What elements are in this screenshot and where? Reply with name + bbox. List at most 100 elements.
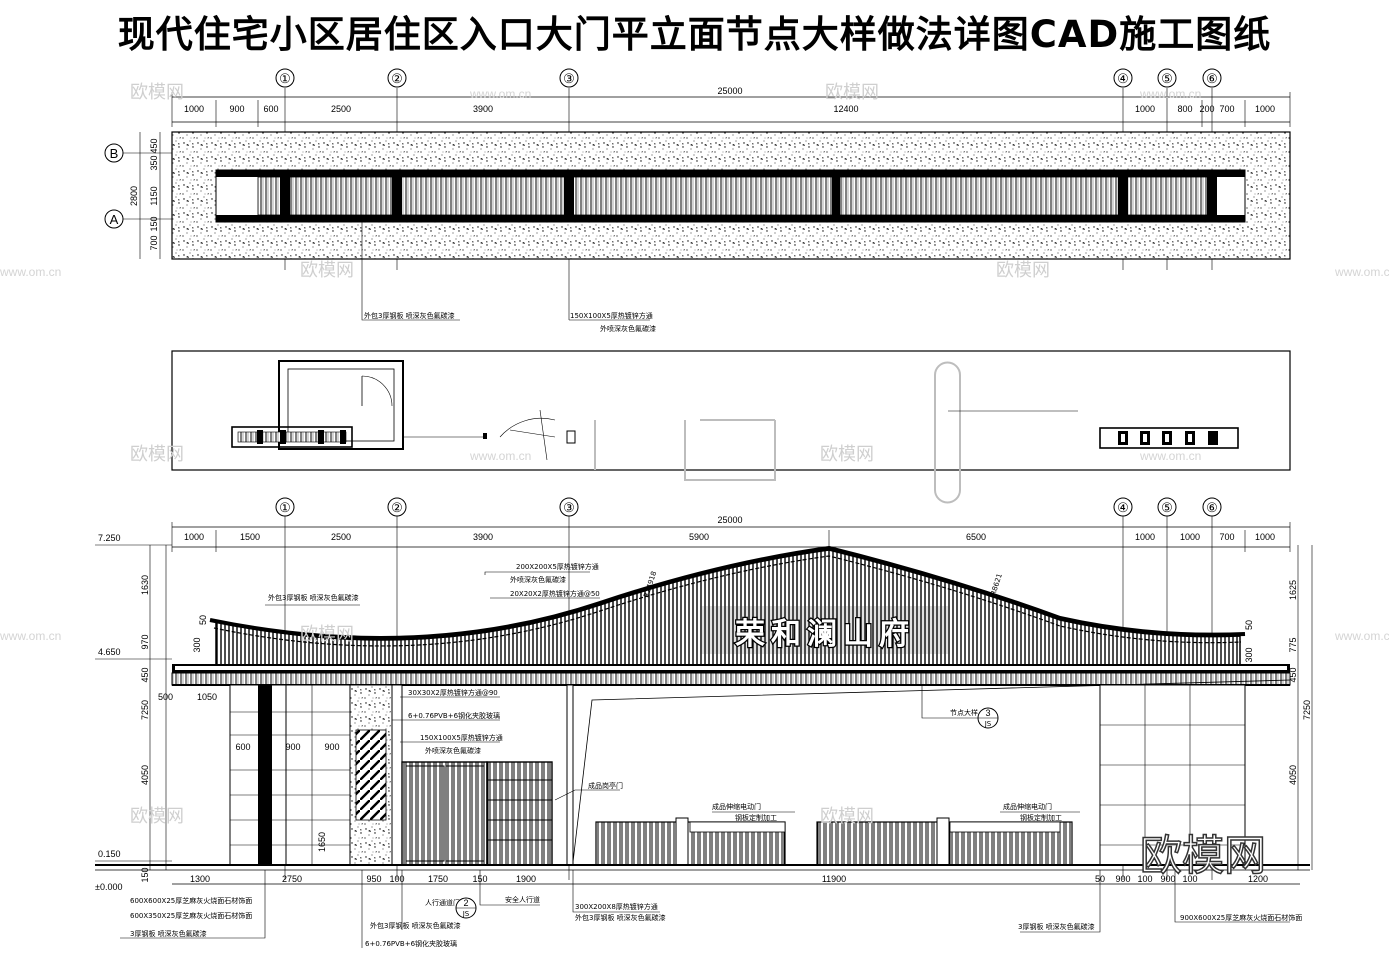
level-0150: 0.150 [98, 849, 121, 859]
plan-note-3: 外喷深灰色氟碳漆 [600, 324, 656, 333]
svg-text:钢板定制加工: 钢板定制加工 [735, 813, 777, 822]
svg-text:www.om.cn: www.om.cn [469, 87, 531, 101]
svg-text:www.om.cn: www.om.cn [1139, 87, 1201, 101]
svg-text:www.om.cn: www.om.cn [1334, 629, 1389, 643]
svg-text:2500: 2500 [331, 532, 351, 542]
svg-text:欧模网: 欧模网 [300, 624, 354, 645]
svg-text:2800: 2800 [129, 186, 139, 206]
plan-axis-5: ⑤ [1161, 71, 1173, 86]
gate-sign-text: 荣和澜山府 [735, 617, 915, 652]
svg-text:1000: 1000 [1135, 532, 1155, 542]
svg-text:300: 300 [1244, 647, 1254, 662]
svg-text:3厚钢板 喷深灰色氟碳漆: 3厚钢板 喷深灰色氟碳漆 [130, 929, 207, 938]
elevation-note-texts: 外包3厚钢板 喷深灰色氟碳漆 200X200X5厚热镀锌方通 外喷深灰色氟碳漆 … [130, 562, 1302, 948]
svg-text:150: 150 [140, 867, 150, 882]
svg-text:300: 300 [192, 637, 202, 652]
plan-side-dims: 450 350 2800 1150 150 700 B A [104, 132, 172, 259]
svg-text:www.om.cn: www.om.cn [469, 449, 531, 463]
front-elevation: ① ② ③ ④ ⑤ ⑥ 25000 1000 1500 2500 3900 59… [95, 497, 1313, 948]
svg-text:775: 775 [1288, 637, 1298, 652]
svg-text:350: 350 [149, 155, 159, 170]
level-7250: 7.250 [98, 533, 121, 543]
svg-text:600X600X25厚芝麻灰火烧面石材饰面: 600X600X25厚芝麻灰火烧面石材饰面 [130, 896, 252, 905]
svg-text:450: 450 [140, 667, 150, 682]
svg-text:800: 800 [1177, 104, 1192, 114]
svg-text:6+0.76PVB+6钢化夹胶玻璃: 6+0.76PVB+6钢化夹胶玻璃 [408, 711, 500, 720]
plan-axis-1: ① [279, 71, 291, 86]
svg-text:50: 50 [198, 615, 208, 625]
svg-text:900: 900 [285, 742, 300, 752]
svg-text:5900: 5900 [689, 532, 709, 542]
plan-total-dim: 25000 [717, 86, 742, 96]
svg-text:1630: 1630 [140, 575, 150, 595]
plan-note-2: 150X100X5厚热镀锌方通 [570, 311, 653, 320]
svg-text:1900: 1900 [516, 874, 536, 884]
svg-text:900: 900 [324, 742, 339, 752]
svg-text:100: 100 [389, 874, 404, 884]
svg-text:1650: 1650 [317, 832, 327, 852]
svg-text:安全人行道: 安全人行道 [505, 895, 540, 904]
svg-text:成品伸缩电动门: 成品伸缩电动门 [1003, 802, 1052, 811]
svg-text:1000: 1000 [184, 532, 204, 542]
svg-text:成品伸缩电动门: 成品伸缩电动门 [712, 802, 761, 811]
svg-text:1050: 1050 [197, 692, 217, 702]
svg-text:欧模网: 欧模网 [300, 260, 354, 281]
svg-text:150: 150 [149, 216, 159, 231]
svg-text:1150: 1150 [149, 186, 159, 205]
svg-text:50: 50 [1244, 620, 1254, 630]
svg-text:900: 900 [229, 104, 244, 114]
svg-text:欧模网: 欧模网 [130, 82, 184, 103]
svg-text:钢板定制加工: 钢板定制加工 [1020, 813, 1062, 822]
svg-text:12400: 12400 [833, 104, 858, 114]
svg-text:外喷深灰色氟碳漆: 外喷深灰色氟碳漆 [510, 575, 566, 584]
svg-text:200X200X5厚热镀锌方通: 200X200X5厚热镀锌方通 [516, 562, 599, 571]
elev-axis-4: ④ [1117, 500, 1129, 515]
callout-detail-sheet: JS [984, 720, 992, 728]
ground-plan [171, 350, 1291, 504]
elev-left-dims: 1630 970 450 500 1050 7250 4050 1650 150 [140, 545, 327, 883]
level-4650: 4.650 [98, 647, 121, 657]
svg-text:7250: 7250 [1302, 700, 1312, 720]
radius-right: R8621 [989, 573, 1004, 597]
roof-plan: ① ② ③ ④ ⑤ ⑥ 25000 1000 900 600 2500 3900… [104, 68, 1291, 333]
svg-text:600: 600 [235, 742, 250, 752]
svg-text:3厚钢板 喷深灰色氟碳漆: 3厚钢板 喷深灰色氟碳漆 [1018, 922, 1095, 931]
svg-text:100: 100 [1182, 874, 1197, 884]
svg-text:700: 700 [1219, 532, 1234, 542]
svg-text:1000: 1000 [1180, 532, 1200, 542]
elev-axis-5: ⑤ [1161, 500, 1173, 515]
svg-text:300X200X8厚热镀锌方通: 300X200X8厚热镀锌方通 [575, 902, 658, 911]
svg-text:6+0.76PVB+6钢化夹胶玻璃: 6+0.76PVB+6钢化夹胶玻璃 [365, 939, 457, 948]
svg-text:欧模网: 欧模网 [996, 260, 1050, 281]
svg-text:外包3厚钢板 喷深灰色氟碳漆: 外包3厚钢板 喷深灰色氟碳漆 [268, 593, 359, 602]
elev-bottom-dims: 1300 2750 950 100 1750 150 1900 11900 50… [190, 874, 1268, 884]
elev-axis-3: ③ [563, 500, 575, 515]
svg-text:600: 600 [263, 104, 278, 114]
svg-text:1000: 1000 [1135, 104, 1155, 114]
svg-text:450: 450 [1288, 667, 1298, 682]
svg-text:欧模网: 欧模网 [130, 806, 184, 827]
svg-text:1000: 1000 [1255, 532, 1275, 542]
svg-text:欧模网: 欧模网 [820, 806, 874, 827]
watermarks: 欧模网 www.om.cn 欧模网 www.om.cn 欧模网 欧模网 www.… [0, 82, 1389, 881]
svg-text:1200: 1200 [1248, 874, 1268, 884]
svg-text:欧模网: 欧模网 [825, 82, 879, 103]
drawing-title: 现代住宅小区居住区入口大门平立面节点大样做法详图CAD施工图纸 [117, 13, 1272, 56]
svg-text:外喷深灰色氟碳漆: 外喷深灰色氟碳漆 [425, 746, 481, 755]
svg-text:30X30X2厚热镀锌方通@90: 30X30X2厚热镀锌方通@90 [408, 688, 498, 697]
svg-text:900: 900 [1160, 874, 1175, 884]
callout-detail-num: 3 [985, 708, 990, 718]
svg-text:6500: 6500 [966, 532, 986, 542]
svg-text:4050: 4050 [140, 765, 150, 785]
plan-axis-6: ⑥ [1206, 71, 1218, 86]
svg-text:2500: 2500 [331, 104, 351, 114]
svg-text:950: 950 [366, 874, 381, 884]
elev-axis-markers: ① ② ③ ④ ⑤ ⑥ [275, 497, 1222, 517]
svg-text:20X20X2厚热镀锌方通@50: 20X20X2厚热镀锌方通@50 [510, 589, 600, 598]
svg-text:150X100X5厚热镀锌方通: 150X100X5厚热镀锌方通 [420, 733, 503, 742]
inner-dims: 600 900 900 50 300 300 50 [192, 615, 1254, 752]
svg-text:1300: 1300 [190, 874, 210, 884]
svg-text:900: 900 [1115, 874, 1130, 884]
svg-text:4050: 4050 [1288, 765, 1298, 785]
